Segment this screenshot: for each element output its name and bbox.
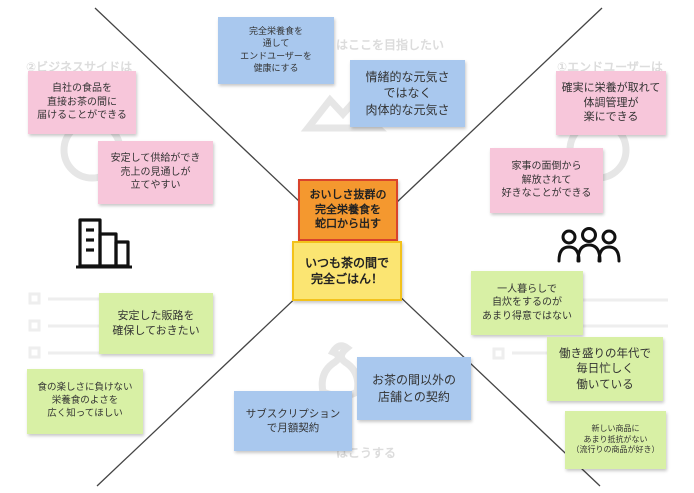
note-right-pink-2[interactable]: 家事の面倒から 解放されて 好きなことができる <box>490 148 603 213</box>
note-left-green-1[interactable]: 安定した販路を 確保しておきたい <box>99 293 213 354</box>
top-section-label: はここを目指したい <box>336 38 445 52</box>
center-main-note[interactable]: おいしさ抜群の 完全栄養食を 蛇口から出す <box>298 179 398 241</box>
money-bag-icon <box>318 342 362 400</box>
building-icon <box>76 218 132 269</box>
note-left-pink-1[interactable]: 自社の食品を 直接お茶の間に 届けることができる <box>28 71 136 134</box>
right-section-label: ①エンドユーザーは <box>557 60 663 74</box>
note-bottom-blue-2[interactable]: お茶の間以外の 店舗との契約 <box>357 357 471 420</box>
note-right-green-2[interactable]: 働き盛りの年代で 毎日忙しく 働いている <box>547 337 663 401</box>
left-section-label: ②ビジネスサイドは <box>26 60 133 74</box>
note-right-green-1[interactable]: 一人暮らしで 自炊をするのが あまり得意ではない <box>471 271 583 335</box>
note-top-blue-1[interactable]: 完全栄養食を 通して エンドユーザーを 健康にする <box>218 17 334 84</box>
note-left-green-2[interactable]: 食の楽しさに負けない 栄養食のよさを 広く知ってほしい <box>27 369 143 434</box>
note-right-green-3[interactable]: 新しい商品に あまり抵抗がない （流行りの商品が好き） <box>565 411 666 469</box>
note-bottom-blue-1[interactable]: サブスクリプション で月額契約 <box>234 391 352 451</box>
center-sub-note[interactable]: いつも茶の間で 完全ごはん！ <box>292 241 402 301</box>
note-top-blue-2[interactable]: 情緒的な元気さ ではなく 肉体的な元気さ <box>350 60 465 127</box>
note-right-pink-1[interactable]: 確実に栄養が取れて 体調管理が 楽にできる <box>556 71 666 135</box>
group-of-people-icon <box>557 227 621 263</box>
note-left-pink-2[interactable]: 安定して供給ができ 売上の見通しが 立てやすい <box>98 141 213 204</box>
mountain-icon <box>300 94 387 132</box>
